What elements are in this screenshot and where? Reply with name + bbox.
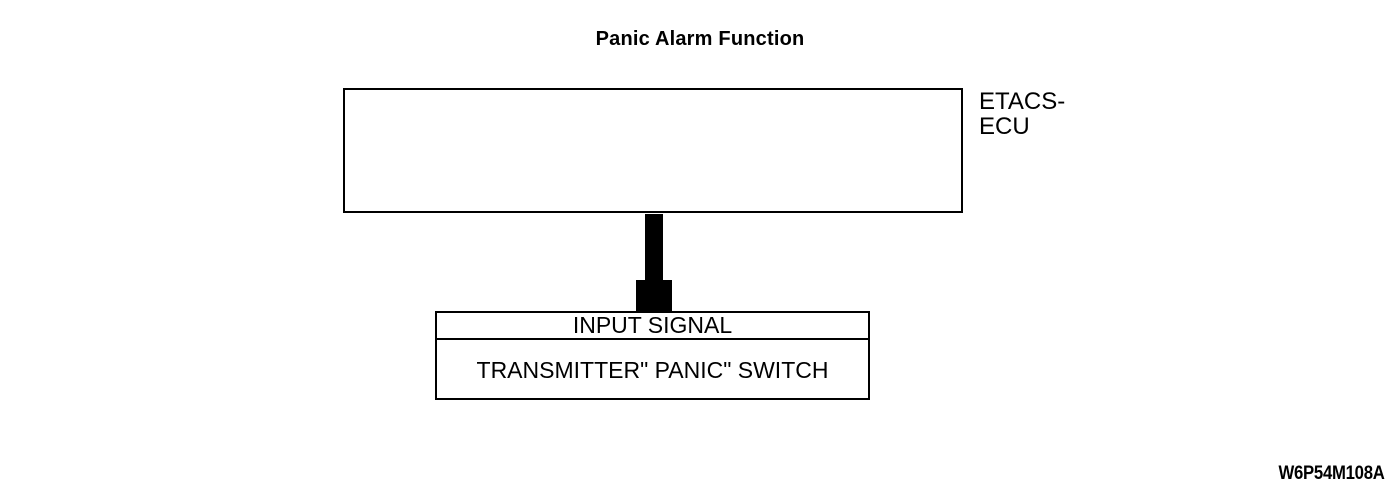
input-signal-arrow-icon [636, 214, 672, 314]
input-signal-header-label: INPUT SIGNAL [572, 312, 733, 338]
diagram-title: Panic Alarm Function [595, 28, 805, 50]
input-signal-item-label: TRANSMITTER" PANIC" SWITCH [476, 356, 829, 383]
arrow-up-shape [636, 214, 672, 314]
ecu-block [343, 88, 963, 213]
ecu-label-line-2: ECU [979, 113, 1030, 140]
ecu-label-line-1: ETACS- [979, 88, 1066, 115]
input-signal-block: INPUT SIGNAL TRANSMITTER" PANIC" SWITCH [435, 311, 870, 400]
input-signal-body: TRANSMITTER" PANIC" SWITCH [437, 342, 868, 398]
input-signal-header: INPUT SIGNAL [437, 313, 868, 340]
ecu-block-label: ETACS- ECU [979, 89, 1065, 139]
reference-code: W6P54M108A [1278, 463, 1385, 484]
